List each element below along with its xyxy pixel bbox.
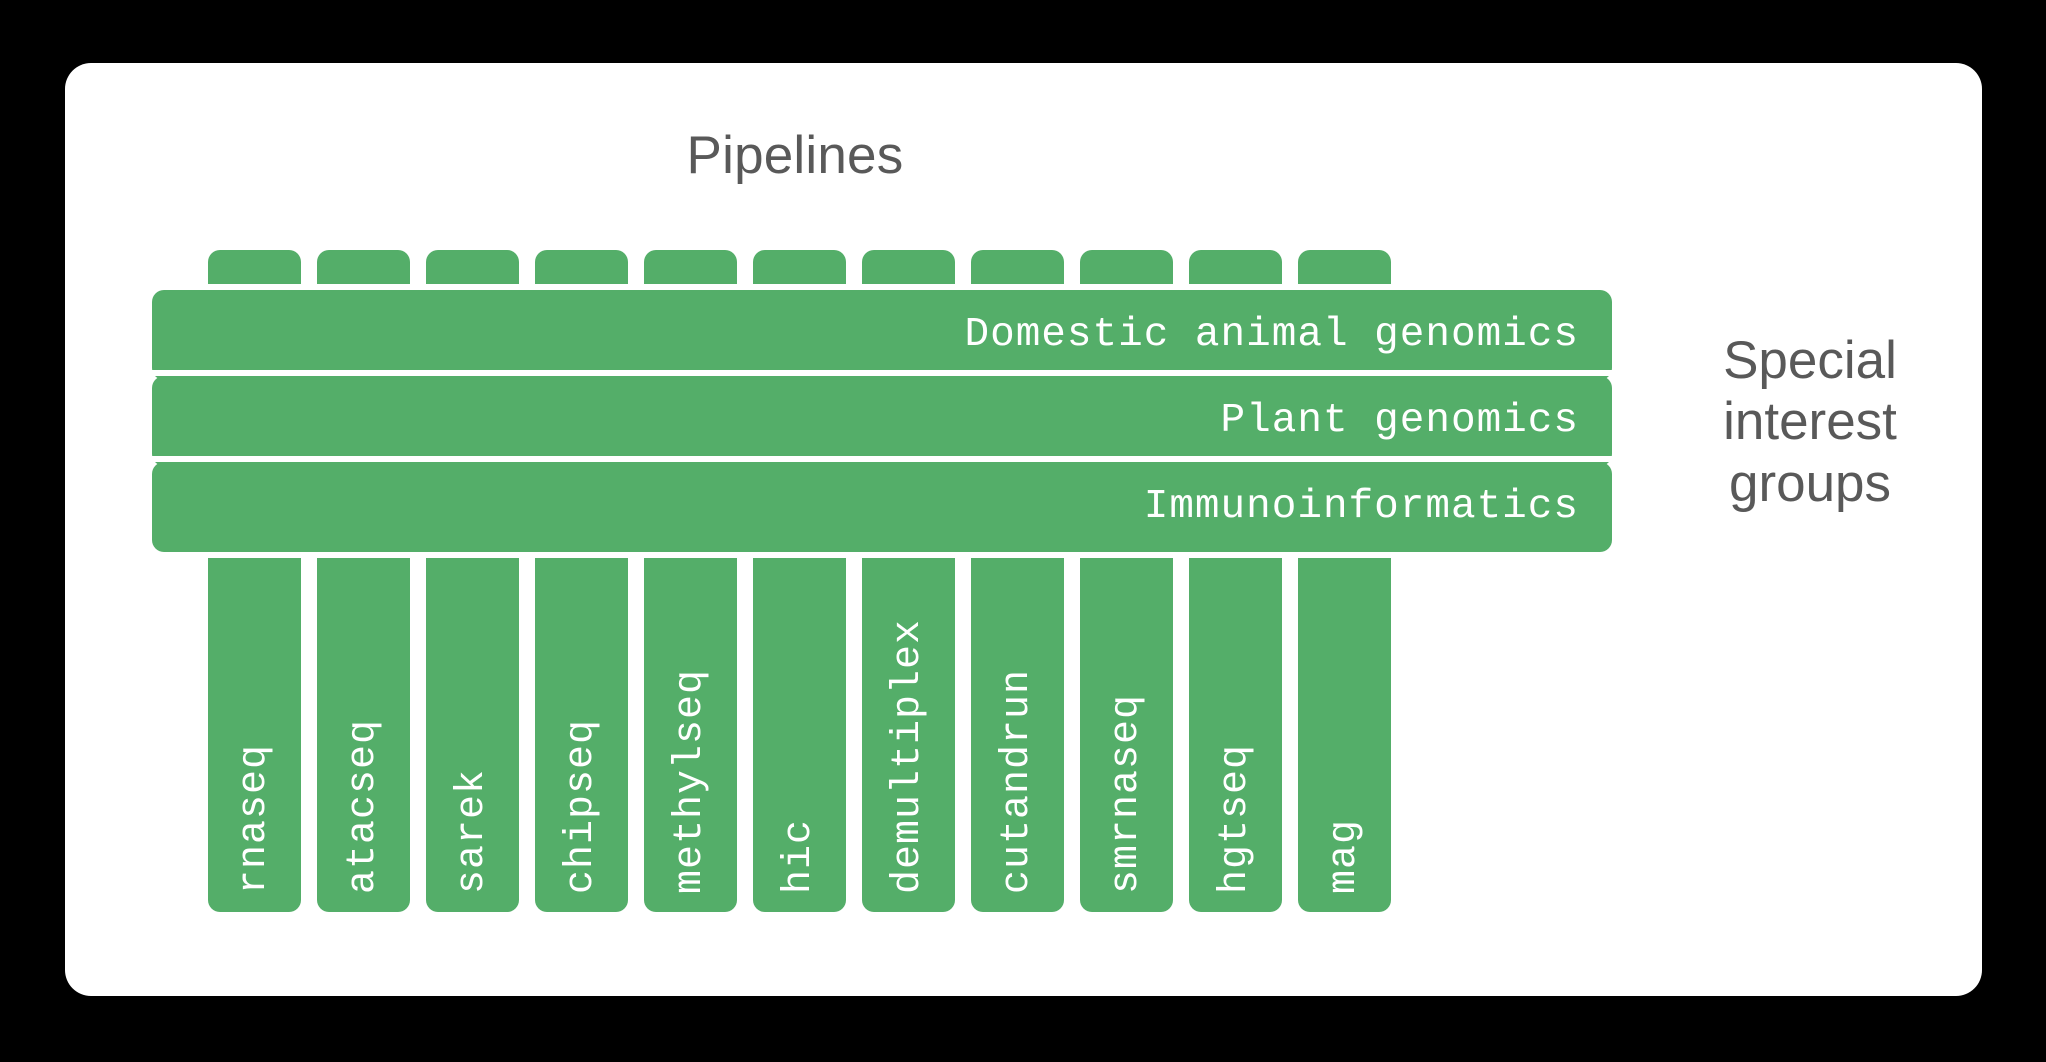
sig-label-line-1: Special	[1723, 331, 1897, 390]
pipeline-column-label: demultiplex	[885, 618, 931, 894]
band-separator-below	[152, 552, 1612, 558]
band-separator-above	[152, 284, 1612, 290]
sig-label-line-2: interest	[1723, 392, 1897, 452]
pipeline-column-label: chipseq	[558, 718, 604, 894]
pipeline-column-label: sarek	[449, 768, 495, 894]
pipeline-column-label-wrap: rnaseq	[208, 744, 301, 894]
pipeline-column-label: rnaseq	[231, 743, 277, 894]
sig-band-plant-genomics[interactable]: Plant genomics	[152, 376, 1612, 466]
band-separator-above	[152, 456, 1612, 462]
page-title: Pipelines	[686, 126, 904, 185]
sig-label-line-3: groups	[1728, 453, 1892, 513]
sig-band-label: Domestic animal genomics	[964, 312, 1579, 358]
special-interest-groups-label: Special interest groups	[1660, 330, 1960, 514]
pipeline-column-label-wrap: demultiplex	[862, 619, 955, 894]
pipeline-column-label-wrap: sarek	[426, 769, 519, 894]
pipeline-column-label: atacseq	[340, 718, 386, 894]
pipeline-column-label-wrap: hic	[753, 819, 846, 894]
pipeline-column-label-wrap: atacseq	[317, 719, 410, 894]
sig-band-label: Immunoinformatics	[1143, 484, 1579, 530]
band-separator-above	[152, 370, 1612, 376]
pipeline-column-label: hic	[776, 818, 822, 894]
pipeline-column-label: cutandrun	[994, 668, 1040, 894]
pipeline-column-label-wrap: methylseq	[644, 669, 737, 894]
pipeline-column-label: methylseq	[667, 668, 713, 894]
pipeline-column-label: mag	[1321, 818, 1367, 894]
pipeline-column-label: hgtseq	[1212, 743, 1258, 894]
pipeline-column-label-wrap: mag	[1298, 819, 1391, 894]
pipeline-column-label: smrnaseq	[1103, 693, 1149, 894]
sig-band-label: Plant genomics	[1220, 398, 1579, 444]
pipeline-column-label-wrap: hgtseq	[1189, 744, 1282, 894]
sig-band-domestic-animal-genomics[interactable]: Domestic animal genomics	[152, 290, 1612, 380]
sig-band-immunoinformatics[interactable]: Immunoinformatics	[152, 462, 1612, 552]
pipeline-column-label-wrap: smrnaseq	[1080, 694, 1173, 894]
pipeline-column-label-wrap: cutandrun	[971, 669, 1064, 894]
pipeline-column-label-wrap: chipseq	[535, 719, 628, 894]
